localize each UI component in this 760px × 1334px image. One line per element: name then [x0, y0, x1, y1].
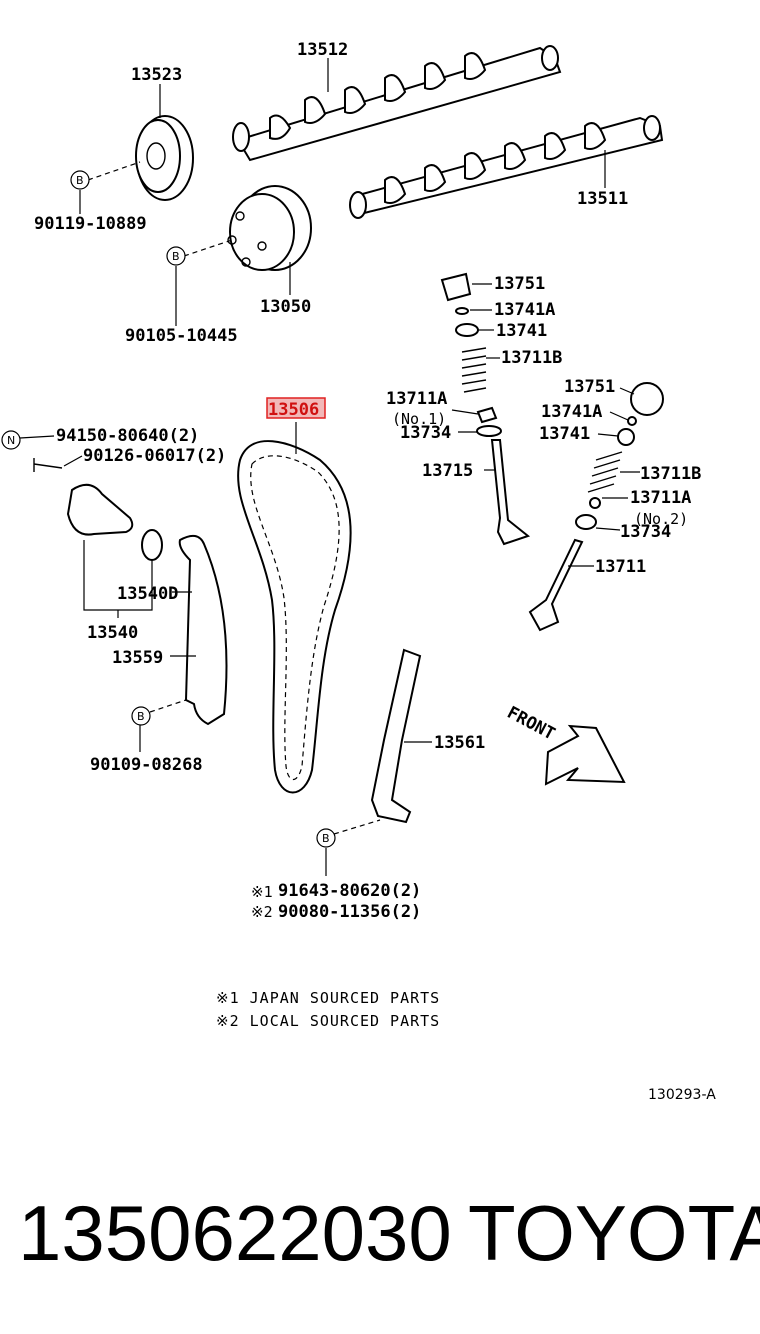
label-13512[interactable]: 13512 — [297, 40, 348, 60]
marker-b-2: B — [166, 246, 186, 266]
label-90119-10889[interactable]: 90119-10889 — [34, 214, 147, 234]
marker-b-4: B — [316, 828, 336, 848]
label-13540[interactable]: 13540 — [87, 623, 138, 643]
svg-text:B: B — [172, 250, 180, 263]
marker-b-1: B — [70, 170, 90, 190]
label-13711A-upper[interactable]: 13711A — [386, 389, 447, 409]
label-13741-lower[interactable]: 13741 — [539, 424, 590, 444]
label-no1: (No.1) — [392, 410, 446, 428]
label-13715[interactable]: 13715 — [422, 461, 473, 481]
note-local-sourced: ※2 LOCAL SOURCED PARTS — [216, 1012, 440, 1030]
svg-text:N: N — [7, 434, 15, 447]
label-13751-upper[interactable]: 13751 — [494, 274, 545, 294]
label-13511[interactable]: 13511 — [577, 189, 628, 209]
camshaft-13511[interactable] — [349, 115, 664, 219]
chain-slipper-13559[interactable] — [178, 534, 228, 726]
label-13540D[interactable]: 13540D — [117, 584, 178, 604]
svg-text:B: B — [137, 710, 145, 723]
marker-b-3: B — [131, 706, 151, 726]
label-90109-08268[interactable]: 90109-08268 — [90, 755, 203, 775]
leader-lines — [19, 58, 640, 876]
label-90105-10445[interactable]: 90105-10445 — [125, 326, 238, 346]
marker-n: N — [1, 430, 21, 450]
valve-train-no2[interactable] — [528, 382, 664, 632]
label-13561[interactable]: 13561 — [434, 733, 485, 753]
vvt-gear-13050[interactable] — [227, 185, 312, 271]
label-13741-upper[interactable]: 13741 — [496, 321, 547, 341]
label-13711A-lower[interactable]: 13711A — [630, 488, 691, 508]
label-13741A-lower[interactable]: 13741A — [541, 402, 602, 422]
svg-text:FRONT: FRONT — [504, 703, 559, 745]
chain-tensioner-13540[interactable] — [33, 458, 163, 561]
label-90080-11356[interactable]: 90080-11356(2) — [278, 902, 421, 922]
label-13741A-upper[interactable]: 13741A — [494, 300, 555, 320]
chain-damper-13561[interactable] — [370, 648, 422, 824]
highlight-box-13506 — [266, 397, 326, 419]
diagram-code: 130293-A — [648, 1087, 716, 1103]
svg-text:B: B — [76, 174, 84, 187]
label-13523[interactable]: 13523 — [131, 65, 182, 85]
mark-japan: ※1 — [251, 883, 273, 901]
label-13711B-upper[interactable]: 13711B — [501, 348, 562, 368]
label-91643-80620[interactable]: 91643-80620(2) — [278, 881, 421, 901]
label-13711B-lower[interactable]: 13711B — [640, 464, 701, 484]
front-arrow: FRONT — [504, 703, 626, 786]
svg-text:B: B — [322, 832, 330, 845]
label-13711[interactable]: 13711 — [595, 557, 646, 577]
valve-train-no1[interactable] — [440, 272, 531, 546]
label-90126-06017[interactable]: 90126-06017(2) — [83, 446, 226, 466]
note-japan-sourced: ※1 JAPAN SOURCED PARTS — [216, 989, 440, 1007]
timing-chain-13506[interactable] — [237, 440, 352, 794]
label-13734-lower[interactable]: 13734 — [620, 522, 671, 542]
part-number: 1350622030 — [18, 1189, 452, 1277]
label-13559[interactable]: 13559 — [112, 648, 163, 668]
label-94150-80640[interactable]: 94150-80640(2) — [56, 426, 199, 446]
mark-local: ※2 — [251, 903, 273, 921]
label-13734-upper[interactable]: 13734 — [400, 423, 451, 443]
label-13050[interactable]: 13050 — [260, 297, 311, 317]
label-13751-lower[interactable]: 13751 — [564, 377, 615, 397]
label-no2: (No.2) — [634, 510, 688, 528]
camshaft-13512[interactable] — [232, 45, 562, 162]
brand-name: TOYOTA — [468, 1189, 760, 1277]
sprocket-13523[interactable] — [135, 115, 194, 201]
label-13506[interactable]: 13506 — [268, 400, 319, 420]
